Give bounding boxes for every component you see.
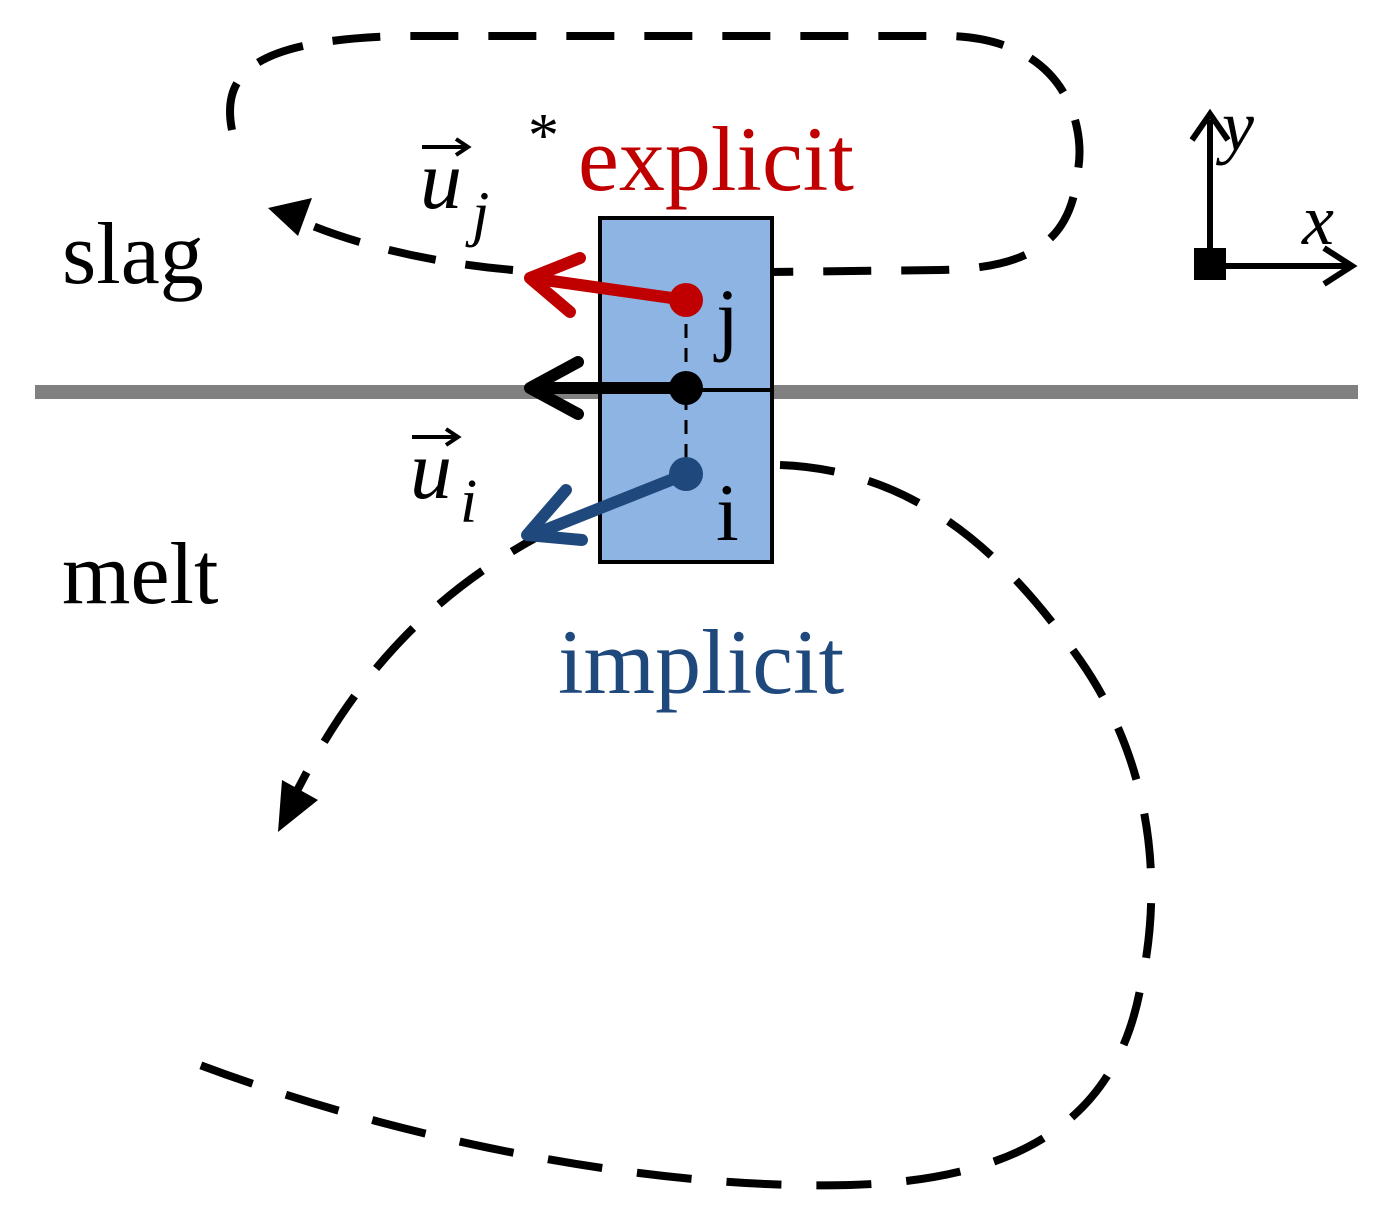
label-explicit: explicit — [578, 108, 854, 210]
label-slag: slag — [62, 206, 204, 303]
arrow-down-left-icon — [521, 468, 692, 546]
label-vector-uj-superscript: * — [528, 102, 559, 170]
slag-flow-arrowhead — [268, 198, 312, 236]
vector-accent-uj — [422, 137, 472, 157]
node-j — [669, 283, 703, 317]
label-vector-ui-subscript: i — [460, 468, 477, 536]
label-cell-j: j — [713, 272, 739, 363]
slag-flow-loop — [226, 32, 1084, 276]
node-i — [669, 457, 703, 491]
label-cell-i: i — [716, 467, 739, 558]
label-melt: melt — [62, 526, 218, 623]
label-vector-ui: u — [410, 424, 452, 517]
label-axis-x: x — [1301, 180, 1334, 260]
melt-flow-arrowhead — [278, 780, 318, 832]
melt-flow-loop-left — [286, 521, 562, 807]
label-vector-uj-subscript: j — [465, 180, 489, 248]
arrow-left-icon — [524, 252, 692, 318]
label-axis-y: y — [1215, 86, 1254, 166]
melt-flow-loop — [198, 461, 1156, 1190]
vector-accent-ui — [412, 427, 462, 447]
interface-arrow-icon — [524, 356, 692, 420]
node-interface — [669, 371, 703, 405]
axis-arrows-icon — [1189, 108, 1358, 287]
label-vector-uj: u — [420, 134, 462, 227]
label-implicit: implicit — [558, 611, 845, 713]
